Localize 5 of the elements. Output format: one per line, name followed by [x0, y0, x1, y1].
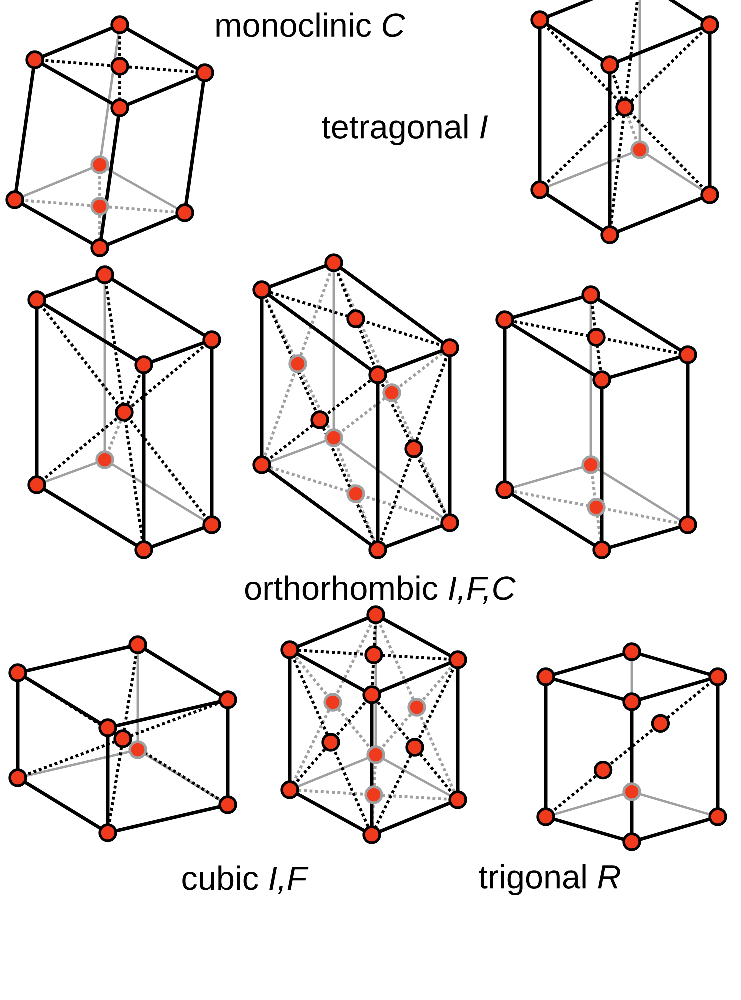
lattice-label: cubic I,F [182, 866, 309, 894]
lattice-label: trigonal R [479, 864, 620, 896]
lattice-label: monoclinic C [216, 12, 406, 38]
lattice-label: tetragonal I [322, 114, 488, 146]
lattice-label: orthorhombic I,F,C [245, 576, 516, 604]
